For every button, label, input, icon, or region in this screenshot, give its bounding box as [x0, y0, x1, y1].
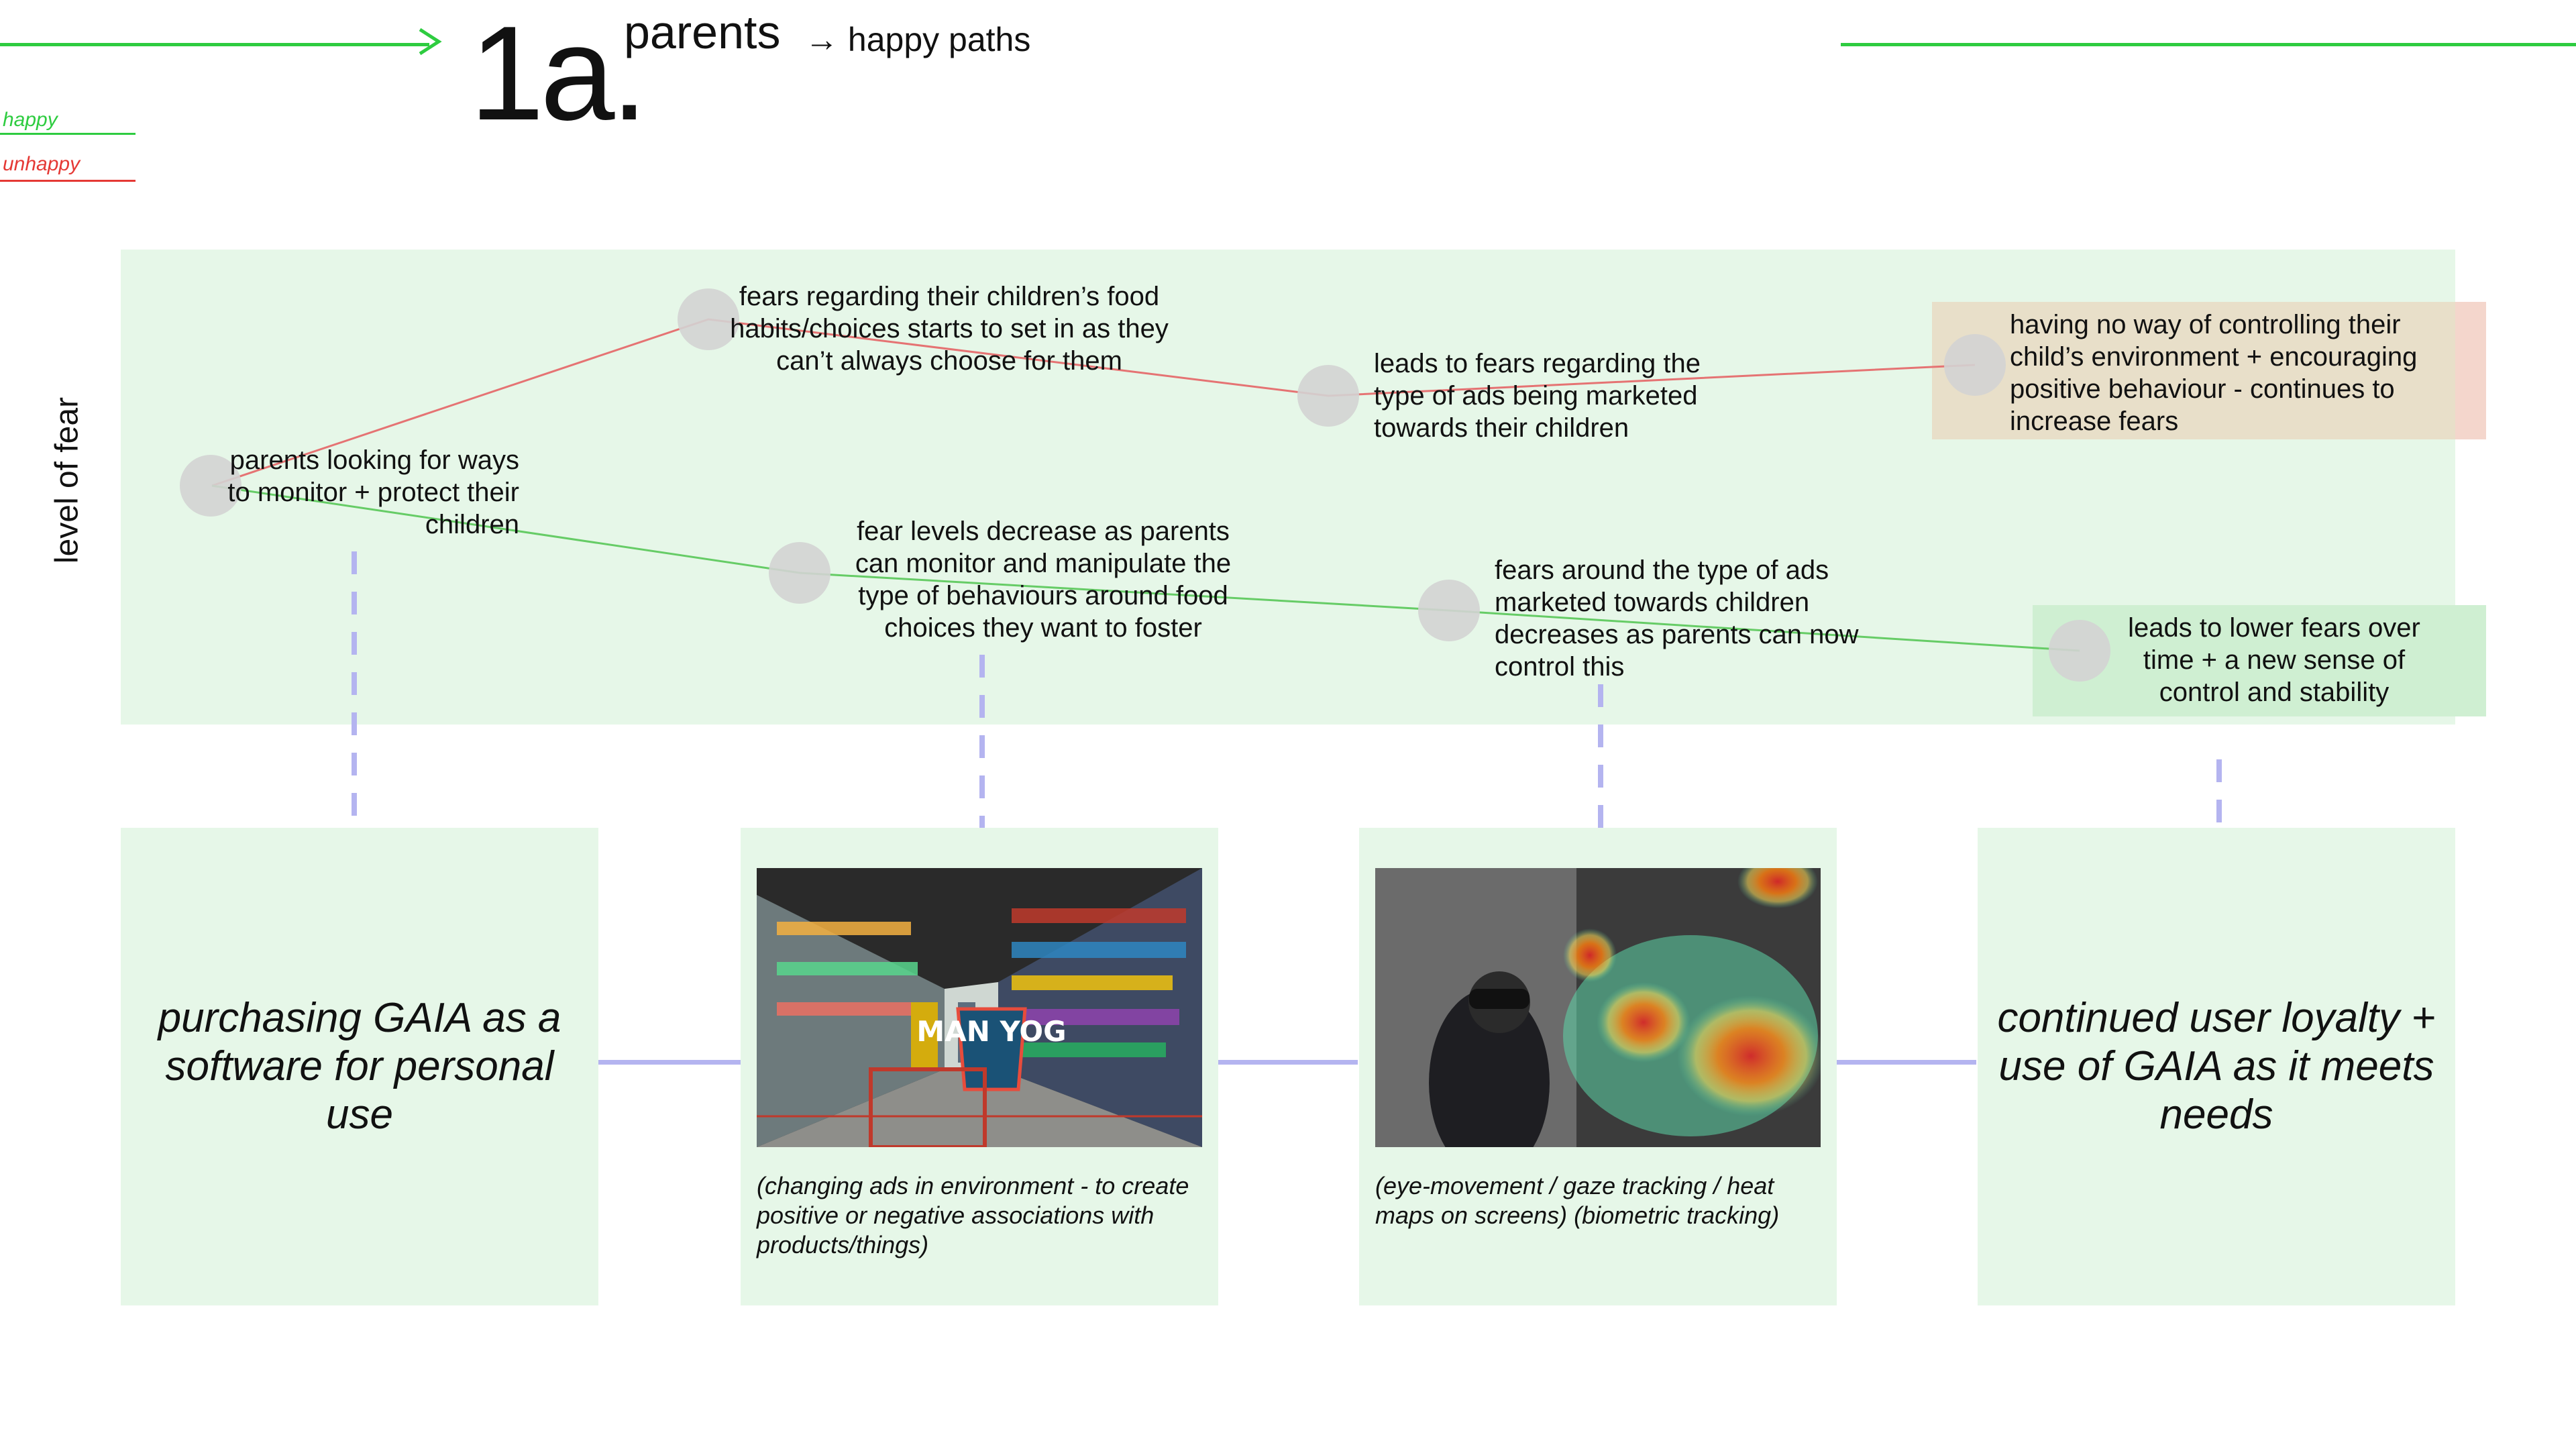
- start-note: parents looking for ways to monitor + pr…: [227, 445, 519, 539]
- unhappy-node-1: [678, 288, 739, 350]
- supermarket-aisle-photo: MAN YOG: [757, 868, 1202, 1147]
- unhappy-note-3: having no way of controlling their child…: [2010, 310, 2418, 436]
- step-card-2: MAN YOG (changing ads in environment - t…: [741, 828, 1218, 1305]
- step-card-4: continued user loyalty + use of GAIA as …: [1978, 828, 2455, 1305]
- step-card-1: purchasing GAIA as a software for person…: [121, 828, 598, 1305]
- step-1-text: purchasing GAIA as a software for person…: [158, 995, 561, 1138]
- unhappy-note-1: fears regarding their children’s food ha…: [730, 282, 1169, 376]
- image-sign-text: MAN YOG: [916, 1015, 1066, 1048]
- step-2-caption: (changing ads in environment - to create…: [757, 1172, 1189, 1258]
- happy-note-2: fears around the type of ads marketed to…: [1495, 555, 1859, 682]
- happy-node-2: [1418, 580, 1480, 641]
- happy-note-3: leads to lower fears over time + a new s…: [2128, 613, 2420, 707]
- step-3-caption: (eye-movement / gaze tracking / heat map…: [1375, 1172, 1780, 1229]
- page-subtitle: → happy paths: [805, 21, 1031, 58]
- unhappy-end-highlight-overlap: [1932, 302, 2455, 439]
- happy-node-1: [769, 542, 830, 604]
- gaze-heatmap-photo: [1375, 868, 1821, 1147]
- header-arrow-line: [0, 43, 429, 46]
- happy-path-line: [211, 484, 2080, 652]
- happy-note-1: fear levels decrease as parents can moni…: [855, 517, 1232, 643]
- card-connector-2: [1216, 1060, 1358, 1065]
- legend-happy-swatch: [0, 133, 136, 135]
- unhappy-note-2: leads to fears regarding the type of ads…: [1374, 349, 1701, 443]
- step-4-text: continued user loyalty + use of GAIA as …: [1997, 995, 2436, 1138]
- unhappy-node-2: [1297, 365, 1359, 427]
- page-title: parents: [624, 6, 781, 58]
- step-card-3: (eye-movement / gaze tracking / heat map…: [1359, 828, 1837, 1305]
- start-node: [180, 455, 241, 517]
- happy-node-3: [2049, 620, 2110, 682]
- header-divider-line: [1841, 43, 2576, 46]
- legend-unhappy-label: unhappy: [3, 153, 80, 175]
- card-connector-1: [598, 1060, 741, 1065]
- unhappy-node-3: [1944, 334, 2006, 396]
- arrow-right-icon: [419, 28, 442, 56]
- legend-happy-label: happy: [3, 109, 58, 131]
- card-connector-3: [1834, 1060, 1976, 1065]
- section-number: 1a.: [470, 0, 648, 148]
- unhappy-path-line: [211, 318, 1976, 487]
- legend-unhappy-swatch: [0, 180, 136, 182]
